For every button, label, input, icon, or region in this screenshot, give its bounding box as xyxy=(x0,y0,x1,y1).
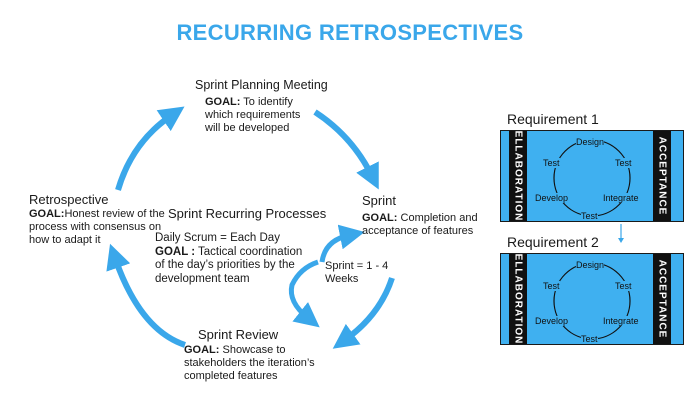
retro-goal: GOAL:Honest review of the process with c… xyxy=(29,208,165,247)
page-title: RECURRING RETROSPECTIVES xyxy=(176,20,524,45)
requirement-2-test-right: Test xyxy=(615,281,632,291)
processes-goal-text: Tactical coordination xyxy=(195,245,303,258)
requirement-2-integrate: Integrate xyxy=(603,316,639,326)
requirement-1-elaboration-bar: ELLABORATION xyxy=(509,131,527,221)
daily-scrum-text: Daily Scrum = Each Day xyxy=(155,232,280,244)
sprint-length-line-1: Sprint = 1 - 4 xyxy=(325,260,389,272)
requirement-1-develop: Develop xyxy=(535,193,569,203)
requirement-1-test-left: Test xyxy=(543,158,560,168)
processes-heading: Sprint Recurring Processes xyxy=(168,206,327,221)
planning-goal-text-2: which requirements xyxy=(205,109,301,121)
sprint-goal-text: Completion and xyxy=(397,212,478,224)
review-goal-label: GOAL: xyxy=(184,344,220,356)
requirement-2-test-bottom: Test xyxy=(581,334,598,344)
requirement-2-develop: Develop xyxy=(535,316,569,326)
planning-goal: GOAL: To identify which requirements wil… xyxy=(205,96,300,135)
processes-goal-label: GOAL : xyxy=(155,245,196,258)
requirement-1-box: ELLABORATION ACCEPTANCE Design Test Test… xyxy=(500,130,684,222)
sprint-goal-label: GOAL: xyxy=(362,212,398,224)
sprint-length-line-2: Weeks xyxy=(325,273,359,285)
requirement-2-test-left: Test xyxy=(543,281,560,291)
requirement-2-label: Requirement 2 xyxy=(507,234,599,250)
review-goal-text-3: completed features xyxy=(184,370,278,382)
planning-heading: Sprint Planning Meeting xyxy=(195,78,328,92)
requirement-1-design: Design xyxy=(576,137,605,147)
requirement-1-acceptance-bar: ACCEPTANCE xyxy=(653,131,671,221)
review-goal-text: Showcase to xyxy=(219,344,286,356)
processes-goal-text-3: development team xyxy=(155,272,250,285)
sprint-length: Sprint = 1 - 4 Weeks xyxy=(325,260,388,286)
retro-goal-text-3: how to adapt it xyxy=(29,234,101,246)
requirement-2-box: ELLABORATION ACCEPTANCE Design Test Test… xyxy=(500,253,684,345)
requirement-2-design: Design xyxy=(576,260,605,270)
processes-details: Daily Scrum = Each Day GOAL : Tactical c… xyxy=(155,232,302,286)
planning-goal-text: To identify xyxy=(240,96,293,108)
retro-heading: Retrospective xyxy=(29,192,109,207)
requirement-1-test-bottom: Test xyxy=(581,211,598,221)
requirement-1-test-right: Test xyxy=(615,158,632,168)
review-goal: GOAL: Showcase to stakeholders the itera… xyxy=(184,344,315,383)
sprint-goal-text-2: acceptance of features xyxy=(362,225,474,237)
arrow-sprint-loop-top xyxy=(319,224,365,263)
requirement-2-acceptance-bar: ACCEPTANCE xyxy=(653,254,671,344)
arrow-review-to-retro xyxy=(106,243,187,348)
planning-goal-label: GOAL: xyxy=(205,96,241,108)
requirement-1-integrate: Integrate xyxy=(603,193,639,203)
review-heading: Sprint Review xyxy=(198,327,279,342)
requirement-1-label: Requirement 1 xyxy=(507,111,599,127)
retro-goal-label: GOAL: xyxy=(29,208,65,220)
requirement-2-elaboration-bar: ELLABORATION xyxy=(509,254,527,344)
arrow-retro-to-planning xyxy=(115,106,185,191)
arrow-planning-to-sprint xyxy=(313,109,379,190)
sprint-goal: GOAL: Completion and acceptance of featu… xyxy=(362,212,478,238)
arrow-sprint-loop-bottom xyxy=(288,259,320,328)
arrow-sprint-to-review xyxy=(332,277,395,349)
retro-goal-text-2: process with consensus on xyxy=(29,221,162,233)
planning-goal-text-3: will be developed xyxy=(205,122,290,134)
sprint-heading: Sprint xyxy=(362,193,396,208)
retro-goal-text: Honest review of the xyxy=(64,208,165,220)
processes-goal-text-2: of the day’s priorities by the xyxy=(155,259,295,271)
review-goal-text-2: stakeholders the iteration’s xyxy=(184,357,315,369)
